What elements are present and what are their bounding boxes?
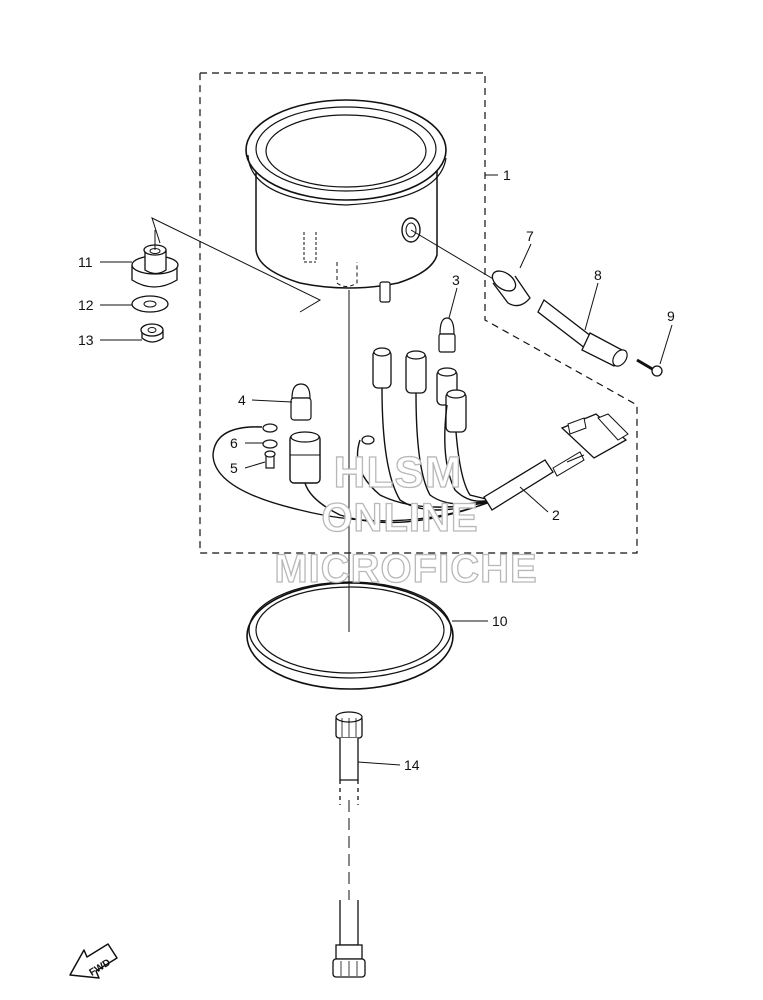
part-label-11: 11 <box>78 254 93 270</box>
part-number-labels: 1 2 3 4 5 6 7 8 9 10 11 12 13 14 <box>78 167 675 773</box>
part-label-5: 5 <box>230 460 238 476</box>
part-label-12: 12 <box>78 297 94 313</box>
wire-harness <box>212 387 491 524</box>
part-label-4: 4 <box>238 392 246 408</box>
watermark-line-2: ONLINE <box>321 496 478 540</box>
part-label-14: 14 <box>404 757 420 773</box>
leader-lines <box>100 174 673 766</box>
part-label-9: 9 <box>667 308 675 324</box>
part-label-3: 3 <box>452 272 460 288</box>
part-label-1: 1 <box>503 167 511 183</box>
washer-part-12 <box>131 295 169 313</box>
bulb-sockets <box>289 347 467 484</box>
light-guide-line <box>410 229 506 287</box>
part-label-8: 8 <box>594 267 602 283</box>
screw-part-9 <box>636 358 663 377</box>
fwd-direction-arrow: FWD <box>69 943 118 979</box>
part-label-13: 13 <box>78 332 94 348</box>
watermark: HLSM ONLINE MICROFICHE <box>274 447 538 591</box>
grommet-part-11 <box>131 244 179 288</box>
part-label-10: 10 <box>492 613 508 629</box>
cable-part-14 <box>332 711 366 978</box>
sleeve-part-7 <box>491 270 531 307</box>
terminal-parts <box>262 423 375 469</box>
bulb-part-4 <box>290 383 312 421</box>
nut-part-13 <box>140 323 164 343</box>
tube-part-8 <box>537 299 628 367</box>
part-label-6: 6 <box>230 435 238 451</box>
part-label-7: 7 <box>526 228 534 244</box>
watermark-line-3: MICROFICHE <box>274 547 537 591</box>
mounting-guide-line <box>151 217 322 313</box>
meter-assembly <box>245 99 447 303</box>
bulb-part-3 <box>438 317 456 353</box>
seal-ring-part-10 <box>246 581 454 690</box>
harness-connector <box>560 413 629 463</box>
watermark-line-1: HLSM <box>334 448 463 497</box>
fwd-arrow-icon <box>69 943 118 979</box>
part-label-2: 2 <box>552 507 560 523</box>
